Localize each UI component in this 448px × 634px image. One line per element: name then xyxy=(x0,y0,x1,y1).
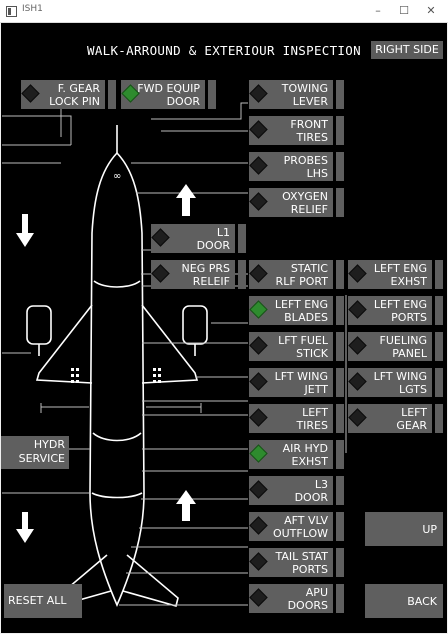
status-diamond-icon xyxy=(249,516,268,535)
l3-door-button[interactable]: L3 DOOR xyxy=(249,476,344,505)
aft-vlv-outflow-button[interactable]: AFT VLV OUTFLOW xyxy=(249,512,344,541)
page-title: WALK-ARROUND & EXTERIOUR INSPECTION xyxy=(87,43,361,58)
status-diamond-icon xyxy=(249,120,268,139)
status-diamond-icon xyxy=(21,84,40,103)
status-diamond-icon xyxy=(348,408,367,427)
status-diamond-icon xyxy=(151,264,170,283)
app-icon xyxy=(6,6,17,17)
arrow-down-icon xyxy=(16,214,34,247)
static-rlf-port-button[interactable]: STATIC RLF PORT xyxy=(249,260,344,289)
status-diamond-icon xyxy=(249,84,268,103)
oxygen-relief-button[interactable]: OXYGEN RELIEF xyxy=(249,188,344,217)
left-eng-ports-button[interactable]: LEFT ENG PORTS xyxy=(348,296,443,325)
svg-text:∞: ∞ xyxy=(113,171,121,182)
apu-doors-button[interactable]: APU DOORS xyxy=(249,584,344,613)
tail-stat-ports-button[interactable]: TAIL STAT PORTS xyxy=(249,548,344,577)
status-diamond-icon xyxy=(249,372,268,391)
status-diamond-icon xyxy=(348,372,367,391)
lft-wing-jett-button[interactable]: LFT WING JETT xyxy=(249,368,344,397)
arrow-down-icon xyxy=(16,512,34,543)
l1-door-button[interactable]: L1 DOOR xyxy=(151,224,246,253)
status-diamond-icon xyxy=(348,264,367,283)
status-diamond-icon xyxy=(348,300,367,319)
probes-lhs-button[interactable]: PROBES LHS xyxy=(249,152,344,181)
arrow-up-icon xyxy=(176,490,196,521)
status-diamond-icon xyxy=(249,300,268,319)
hydr-service-button[interactable]: HYDR SERVICE xyxy=(1,436,69,469)
status-diamond-icon xyxy=(249,264,268,283)
status-diamond-icon xyxy=(249,192,268,211)
reset-all-button[interactable]: RESET ALL xyxy=(4,584,82,618)
side-indicator[interactable]: RIGHT SIDE xyxy=(371,41,443,59)
status-diamond-icon xyxy=(249,480,268,499)
air-hyd-exhst-button[interactable]: AIR HYD EXHST xyxy=(249,440,344,469)
title-bar: ISH1 – ☐ ✕ xyxy=(0,0,448,23)
minimize-icon[interactable]: – xyxy=(375,4,381,17)
fueling-panel-button[interactable]: FUELING PANEL xyxy=(348,332,443,361)
towing-lever-button[interactable]: TOWING LEVER xyxy=(249,80,344,109)
neg-prs-releif-button[interactable]: NEG PRS RELEIF xyxy=(151,260,246,289)
left-tires-button[interactable]: LEFT TIRES xyxy=(249,404,344,433)
window-title: ISH1 xyxy=(22,4,43,14)
close-icon[interactable]: ✕ xyxy=(426,4,436,17)
lft-fuel-stick-button[interactable]: LFT FUEL STICK xyxy=(249,332,344,361)
back-button[interactable]: BACK xyxy=(365,584,443,618)
status-diamond-icon xyxy=(348,336,367,355)
status-diamond-icon xyxy=(249,156,268,175)
lft-wing-lgts-button[interactable]: LFT WING LGTS xyxy=(348,368,443,397)
arrow-up-icon xyxy=(176,184,196,216)
status-diamond-icon xyxy=(249,336,268,355)
left-eng-blades-button[interactable]: LEFT ENG BLADES xyxy=(249,296,344,325)
status-diamond-icon xyxy=(249,588,268,607)
status-diamond-icon xyxy=(249,552,268,571)
inspection-panel: ∞ xyxy=(1,23,447,633)
maximize-icon[interactable]: ☐ xyxy=(399,4,409,17)
left-eng-exhst-button[interactable]: LEFT ENG EXHST xyxy=(348,260,443,289)
status-diamond-icon xyxy=(249,444,268,463)
f-gear-lock-pin-button[interactable]: F. GEAR LOCK PIN xyxy=(21,80,116,109)
left-gear-button[interactable]: LEFT GEAR xyxy=(348,404,443,433)
status-diamond-icon xyxy=(249,408,268,427)
status-diamond-icon xyxy=(151,228,170,247)
up-button[interactable]: UP xyxy=(365,512,443,546)
fwd-equip-door-button[interactable]: FWD EQUIP DOOR xyxy=(121,80,216,109)
front-tires-button[interactable]: FRONT TIRES xyxy=(249,116,344,145)
